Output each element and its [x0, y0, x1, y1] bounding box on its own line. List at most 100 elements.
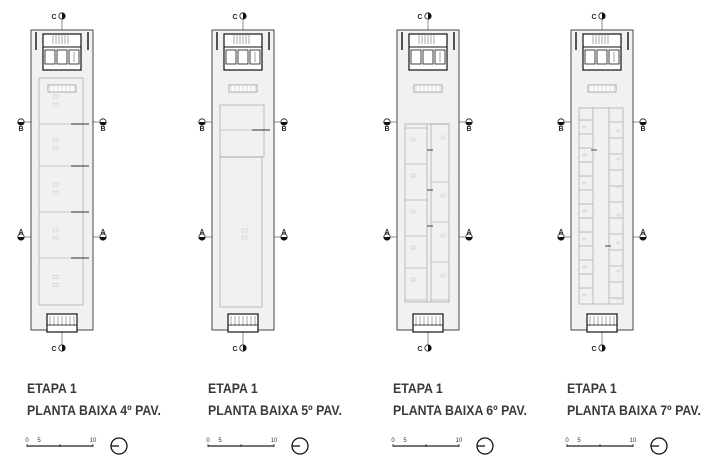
office-zone — [578, 107, 624, 305]
desk-symbol — [52, 275, 59, 279]
section-cut-marker — [280, 118, 288, 126]
cut-marker-fill — [243, 12, 247, 20]
scale-label: 10 — [456, 438, 463, 444]
building-outline — [211, 29, 275, 331]
cut-marker-fill — [639, 122, 647, 126]
section-cut-marker — [639, 118, 647, 126]
desk-symbol — [440, 193, 446, 198]
desk-symbol — [616, 129, 621, 133]
cut-marker-fill — [428, 344, 432, 352]
scale-label: 10 — [90, 438, 97, 444]
section-cut-marker — [17, 118, 25, 126]
north-arrow-icon — [476, 437, 494, 455]
elevator-shaft — [410, 49, 422, 65]
cut-label-a-left: A — [384, 229, 389, 236]
bottom-stair — [412, 313, 444, 333]
desk-symbol — [616, 157, 621, 161]
scale-label: 10 — [271, 438, 278, 444]
cut-label-c-top: C — [417, 14, 422, 21]
elevator-shaft — [44, 49, 56, 65]
cut-label-b-right: B — [281, 126, 286, 133]
desk-symbol — [582, 209, 587, 213]
toilet-block — [434, 49, 446, 65]
desk-symbol — [440, 233, 446, 238]
building-outline — [396, 29, 460, 331]
cut-marker-fill — [602, 344, 606, 352]
cut-label-c-top: C — [591, 14, 596, 21]
office-zone — [38, 77, 84, 306]
scale-label: 10 — [630, 438, 637, 444]
section-cut-marker — [424, 344, 432, 352]
toilet-block — [608, 49, 620, 65]
cut-marker-fill — [465, 122, 473, 126]
cut-marker-fill — [62, 344, 66, 352]
cut-marker-fill — [383, 237, 391, 241]
section-cut-marker — [99, 233, 107, 241]
section-cut-marker — [557, 118, 565, 126]
toilet-block — [68, 49, 80, 65]
open-office-zone — [219, 156, 263, 308]
elevator-shaft — [225, 49, 237, 65]
cut-label-c-bottom: C — [591, 346, 596, 353]
desk-symbol — [582, 153, 587, 157]
section-cut-marker — [598, 344, 606, 352]
section-cut-marker — [424, 12, 432, 20]
section-cut-marker — [465, 118, 473, 126]
scale-label: 5 — [577, 438, 581, 444]
cut-marker-fill — [62, 12, 66, 20]
toilet-block — [249, 49, 261, 65]
cut-label-a-right: A — [281, 229, 286, 236]
core-block — [42, 33, 82, 71]
cut-marker-fill — [557, 237, 565, 241]
desk-symbol — [582, 293, 587, 297]
section-cut-marker — [99, 118, 107, 126]
cut-marker-fill — [465, 237, 473, 241]
section-cut-marker — [280, 233, 288, 241]
building-outline — [30, 29, 94, 331]
partition-layout — [404, 123, 450, 303]
office-zone — [404, 123, 450, 303]
cut-marker-fill — [428, 12, 432, 20]
desk-symbol — [582, 181, 587, 185]
plan-etapa-label: ETAPA 1 — [27, 380, 77, 396]
section-cut-marker — [17, 233, 25, 241]
elevator-shaft — [237, 49, 249, 65]
desk-symbol — [52, 283, 59, 287]
cut-label-b-left: B — [18, 126, 23, 133]
desk-symbol — [52, 190, 59, 195]
desk-symbol — [410, 245, 416, 250]
cut-label-c-top: C — [51, 14, 56, 21]
elevator-shaft — [584, 49, 596, 65]
cut-label-c-bottom: C — [232, 346, 237, 353]
cut-label-c-bottom: C — [417, 346, 422, 353]
plan-title: PLANTA BAIXA 7º PAV. — [567, 402, 701, 418]
desk-symbol — [52, 102, 59, 107]
plan-title: PLANTA BAIXA 6º PAV. — [393, 402, 527, 418]
partition-layout — [219, 104, 270, 308]
desk-symbol — [616, 241, 621, 245]
cut-label-b-left: B — [558, 126, 563, 133]
desk-symbol — [410, 137, 416, 142]
cut-label-a-right: A — [466, 229, 471, 236]
desk-symbol — [582, 125, 587, 129]
desk-symbol — [616, 297, 621, 301]
cut-marker-fill — [99, 237, 107, 241]
scale-label: 0 — [25, 438, 29, 444]
desk-symbol — [410, 173, 416, 178]
cut-label-a-right: A — [640, 229, 645, 236]
desk-symbol — [616, 269, 621, 273]
cut-label-b-right: B — [466, 126, 471, 133]
cut-label-a-left: A — [558, 229, 563, 236]
desk-symbol — [241, 235, 248, 240]
desk-symbol — [616, 213, 621, 217]
plan-title: PLANTA BAIXA 5º PAV. — [208, 402, 342, 418]
cut-marker-fill — [639, 237, 647, 241]
north-arrow-icon — [110, 437, 128, 455]
cut-label-c-top: C — [232, 14, 237, 21]
